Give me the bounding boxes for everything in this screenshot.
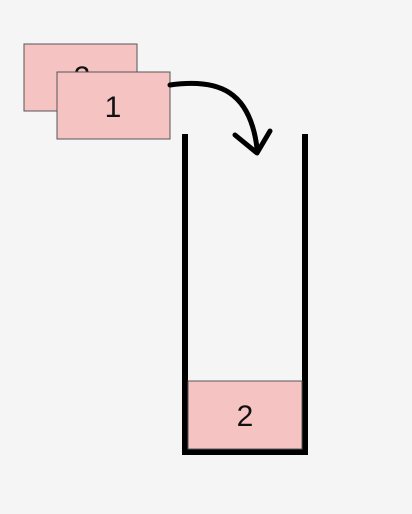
front-card: 1 xyxy=(56,71,171,140)
arrow-head xyxy=(232,128,273,156)
stack-item-box xyxy=(187,380,303,450)
stack-item: 2 xyxy=(187,380,303,450)
stack-item-label: 2 xyxy=(237,400,254,433)
front-card-box xyxy=(56,71,171,140)
stack-container xyxy=(182,134,308,455)
curved-arrow-down-icon xyxy=(167,80,273,156)
arrow-shaft xyxy=(167,80,260,151)
front-card-label: 1 xyxy=(105,91,122,124)
